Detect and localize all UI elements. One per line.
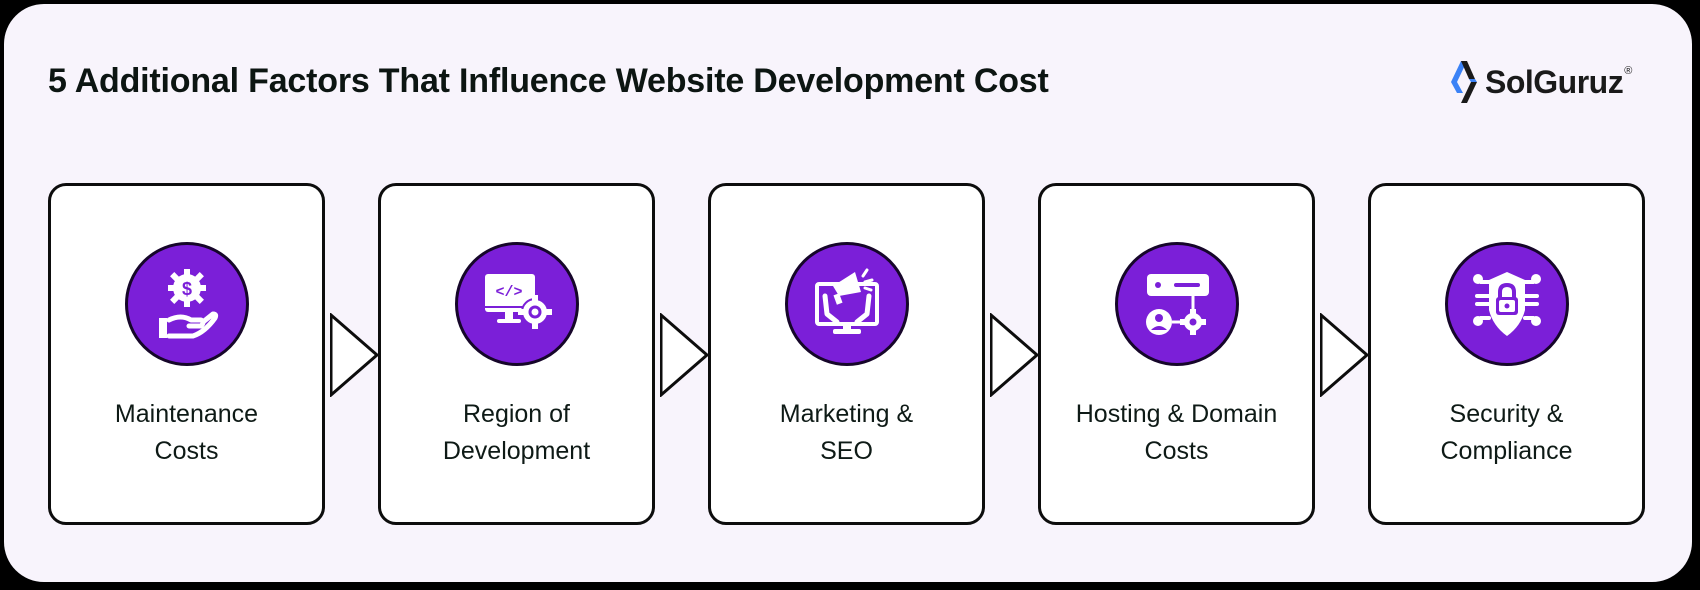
arrow-connector-icon [1320,313,1368,397]
factor-card-maintenance: $ Maintenance Costs [48,183,325,525]
megaphone-monitor-icon [814,268,879,334]
factor-title-line1: Region of [462,400,571,428]
factor-card-region: </> Region of Development [378,183,655,525]
arrow-connector-icon [330,313,378,397]
solguruz-logo-mark-icon [1451,61,1477,103]
factor-title-line2: Compliance [1440,437,1573,465]
svg-text:$: $ [181,279,191,299]
monitor-code-gear-icon: </> [484,274,552,329]
arrow-connector-icon [660,313,708,397]
shield-lock-circuit-icon [1472,272,1541,336]
factor-title-line2: Costs [154,437,219,465]
factor-title-line2: SEO [820,437,873,465]
factor-title-line1: Security & [1449,400,1564,428]
logo-registered-mark: ® [1624,65,1633,77]
page-title: 5 Additional Factors That Influence Webs… [48,62,1049,100]
factor-card-security: Security & Compliance [1368,183,1645,525]
logo-text: SolGuruz [1485,63,1624,100]
arrow-connector-icon [990,313,1038,397]
solguruz-logo: SolGuruz ® [1447,57,1632,107]
server-network-icon [1145,274,1209,335]
factor-title-line1: Maintenance [114,400,259,428]
factor-title-line1: Marketing & [779,400,914,428]
factor-card-marketing: Marketing & SEO [708,183,985,525]
factor-card-hosting: Hosting & Domain Costs [1038,183,1315,525]
svg-text:</>: </> [495,284,522,301]
factor-title-line1: Hosting & Domain [1075,400,1278,428]
dollar-gear-hand-icon: $ [158,269,218,339]
factor-title-line2: Development [442,437,591,465]
factor-title-line2: Costs [1144,437,1209,465]
